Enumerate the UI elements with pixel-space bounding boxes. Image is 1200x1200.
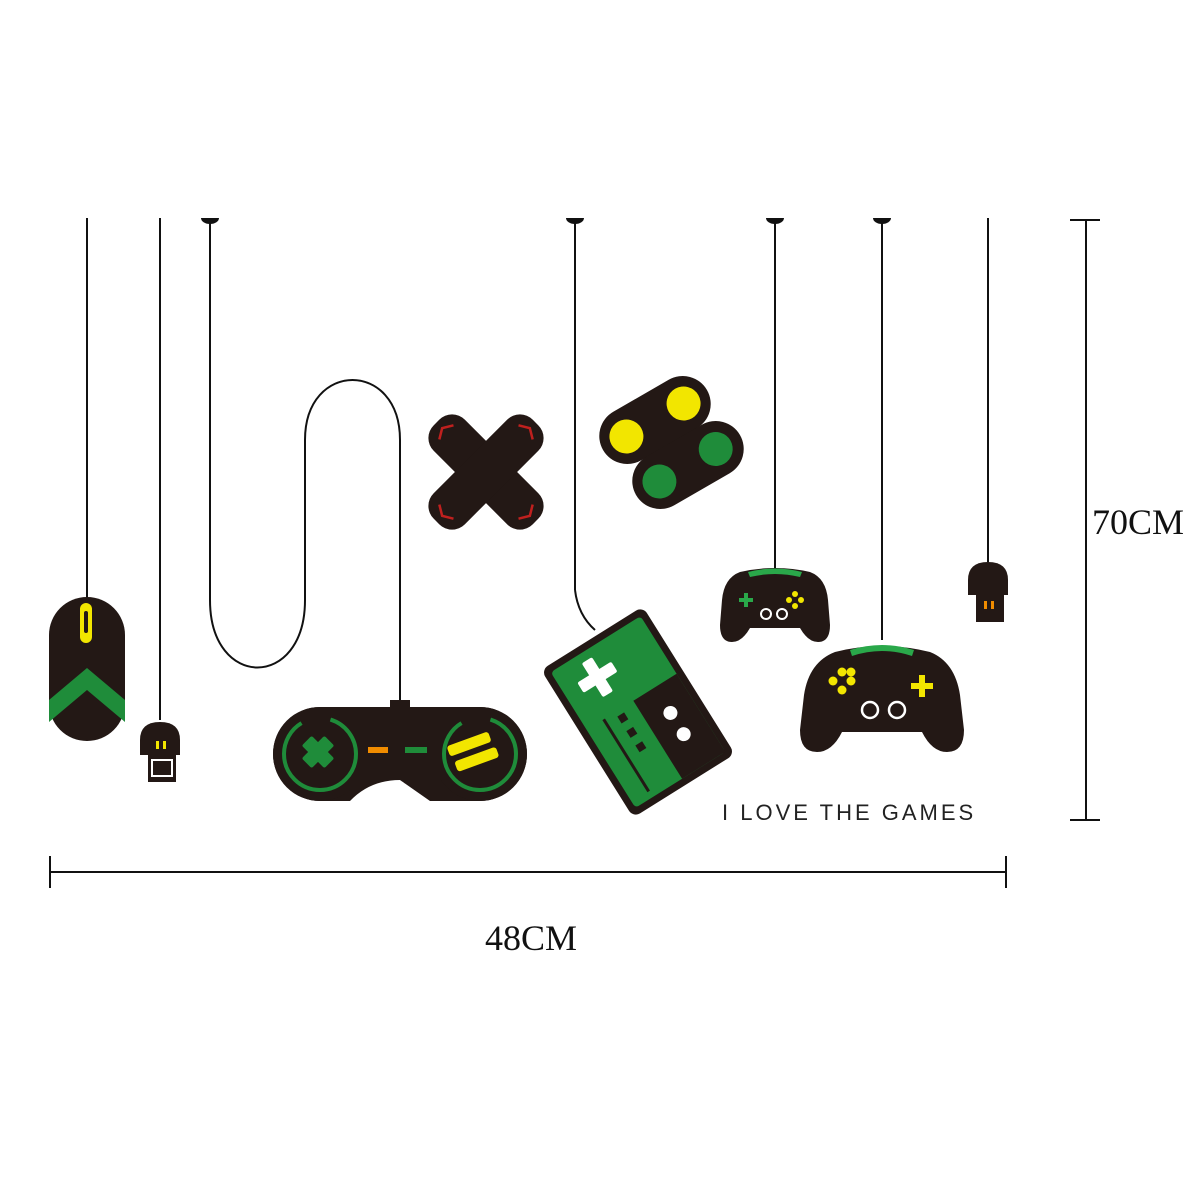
remote-icon	[544, 609, 732, 815]
height-label: 70CM	[1092, 502, 1184, 542]
buttons-icon	[599, 376, 744, 509]
hanging-strings	[86, 218, 989, 720]
dpad-icon	[428, 414, 544, 530]
tagline: I LOVE THE GAMES	[722, 800, 976, 825]
controller-icon	[720, 568, 830, 642]
mouse-icon	[49, 597, 125, 741]
usb-plug-icon	[968, 562, 1008, 622]
string-knots	[201, 218, 891, 224]
height-dimension-line	[1070, 219, 1100, 821]
width-label: 48CM	[485, 918, 577, 958]
gamepad-icon	[273, 700, 527, 801]
controller-icon	[800, 645, 964, 752]
width-dimension-line	[49, 856, 1007, 888]
usb-plug-icon	[140, 722, 180, 782]
